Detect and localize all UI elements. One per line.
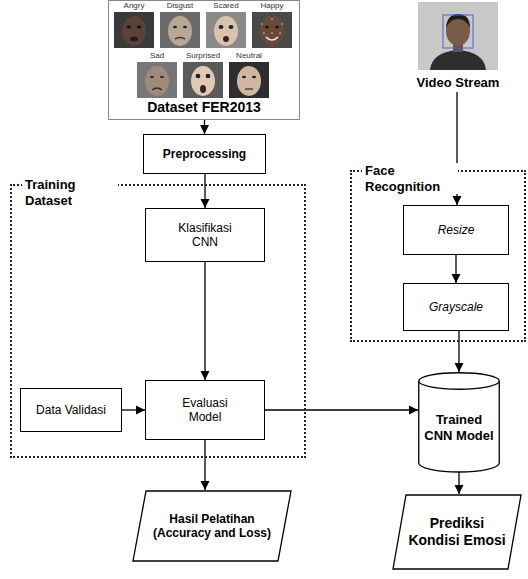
photo-sad [137,62,177,98]
node-label: Evaluasi Model [166,396,244,425]
emotion-label: Scared [213,2,238,10]
node-label: Klasifikasi CNN [166,221,244,250]
photo-disgust [160,12,200,48]
flow-arrow [204,174,205,208]
video-photo [418,2,498,70]
flow-arrow [458,472,459,494]
face [260,16,284,46]
flow-arrow [204,120,205,134]
node-label: Preprocessing [163,147,246,161]
node-label: Trained CNN Model [422,412,496,443]
parallelogram-shape [133,491,291,561]
face [214,16,238,46]
photo-scared [206,12,246,48]
process-box: Grayscale [403,283,509,331]
eye [229,25,234,29]
emotion-label: Disgust [167,2,194,10]
node-label: Data Validasi [36,403,106,417]
face [122,16,146,46]
node-label: Hasil Pelatihan (Accuracy and Loss) [150,512,274,541]
model-cylinder: Trained CNN Model [418,372,500,472]
mouth [223,36,229,42]
emotion-label: Neutral [236,52,262,60]
eye [150,76,154,78]
process-box: Evaluasi Model [145,380,265,440]
eye [183,26,187,28]
flow-arrow [265,409,418,410]
eye [173,26,177,28]
photo-angry [114,12,154,48]
process-box: Data Validasi [20,388,122,432]
face-photos [114,12,292,98]
cylinder-body [419,381,500,472]
flow-arrow [455,255,456,283]
landmark-dots [261,18,282,33]
face [237,66,261,96]
mouth [245,88,253,89]
eye [127,26,131,29]
photo-background [418,2,498,70]
eye [252,76,256,78]
eye [206,74,211,78]
eye [265,26,269,28]
hair [446,14,470,28]
eye [160,76,164,78]
emotion-label: Surprised [186,52,220,60]
group-region: ResizeGrayscaleFace Recognition [350,170,526,342]
mouth [266,37,278,40]
mouth [200,85,206,93]
process-box: Preprocessing [143,134,266,174]
flow-arrow [122,409,145,410]
node-label: Dataset FER2013 [147,99,261,116]
face-detection-box [443,15,473,48]
flow-arrow [204,440,205,490]
emotion-label: Happy [260,2,283,10]
photo-happy [252,12,292,48]
mouth [130,37,138,42]
eye [196,74,201,78]
dataset-box: Dataset FER2013 [108,0,300,120]
node-label: Prediksi Kondisi Emosi [408,515,506,549]
flow-arrow [458,331,459,372]
emotion-label: Angry [124,2,145,10]
parallelogram-shape [393,495,521,569]
video-source: Video Stream [405,0,511,92]
eye [219,25,224,29]
process-box: Klasifikasi CNN [145,208,265,262]
face [145,66,169,96]
photo-neutral [229,62,269,98]
eye [275,26,279,28]
node-label: Resize [438,223,475,237]
output-parallelogram: Hasil Pelatihan (Accuracy and Loss) [132,490,292,562]
face [191,66,215,96]
emotion-label: Sad [150,52,164,60]
mouth [175,38,185,40]
process-box: Resize [403,205,509,255]
photo-surprised [183,62,223,98]
shirt [430,50,486,70]
group-label: Training Dataset [22,177,118,208]
node-label: Video Stream [417,75,500,91]
eye [137,26,141,29]
eye [242,76,246,78]
group-label: Face Recognition [362,163,458,194]
flow-arrow [204,262,205,380]
face [168,16,192,46]
output-parallelogram: Prediksi Kondisi Emosi [392,494,522,570]
cylinder-top [419,373,500,390]
node-label: Grayscale [429,300,483,314]
group-region: Klasifikasi CNN Data Validasi Evaluasi Mod… [10,184,306,458]
mouth [152,88,162,90]
